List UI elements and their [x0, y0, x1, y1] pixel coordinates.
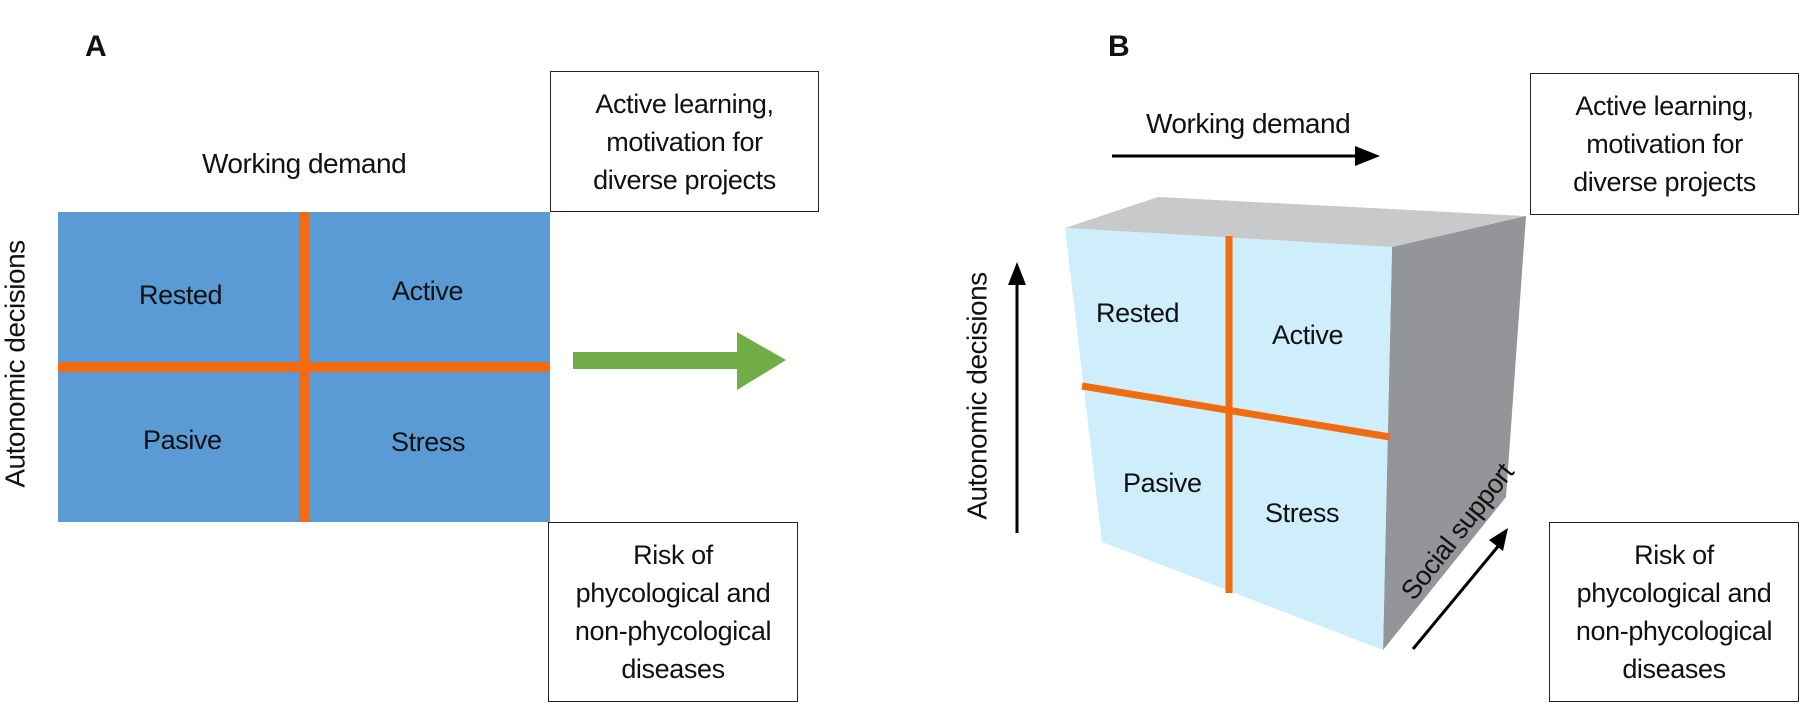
panel-a-right-arrow-icon: [573, 332, 786, 390]
outcome-line: non-phycological: [574, 616, 772, 646]
panel-a-quadrant-stress: Stress: [391, 427, 466, 457]
panel-b-y-axis-label: Autonomic decisions: [961, 272, 993, 520]
panel-b-outcome-positive-box: Active learning, motivation for diverse …: [1530, 73, 1799, 215]
outcome-line: phycological and: [1576, 578, 1772, 608]
panel-a-quadrant-active: Active: [392, 276, 464, 306]
outcome-line: diverse projects: [593, 164, 776, 195]
panel-b-quadrant-rested: Rested: [1096, 298, 1180, 328]
outcome-line: Active learning,: [1575, 91, 1754, 121]
panel-b-quadrant-pasive: Pasive: [1123, 468, 1202, 498]
outcome-line: Active learning,: [595, 88, 774, 119]
panel-a-y-axis-label: Autonomic decisions: [0, 240, 31, 488]
outcome-line: phycological and: [575, 578, 771, 608]
outcome-line: non-phycological: [1575, 616, 1773, 646]
panel-a-outcome-positive-box: Active learning, motivation for diverse …: [550, 71, 819, 212]
outcome-line: Risk of: [1634, 540, 1714, 570]
cube-side-face: [1383, 216, 1526, 650]
cube-horizontal-divider: [1081, 382, 1391, 441]
outcome-line: motivation for: [1586, 129, 1743, 159]
panel-a-x-axis-label: Working demand: [202, 148, 407, 179]
outcome-line: motivation for: [606, 126, 763, 157]
panel-a-quadrant-rested: Rested: [139, 280, 223, 310]
outcome-line: diseases: [621, 654, 725, 684]
panel-b-quadrant-stress: Stress: [1265, 498, 1340, 528]
panel-b-x-axis-arrow-icon: [1112, 146, 1380, 166]
panel-b-label: B: [1108, 30, 1130, 63]
panel-b-z-axis-arrow-icon: [1411, 528, 1508, 650]
outcome-line: diverse projects: [1573, 167, 1756, 197]
panel-a-quadrant-pasive: Pasive: [143, 425, 222, 455]
panel-a-horizontal-divider: [58, 362, 550, 372]
panel-a-outcome-negative-box: Risk of phycological and non-phycologica…: [548, 522, 798, 702]
cube-top-face: [1065, 197, 1526, 247]
panel-b-outcome-negative-box: Risk of phycological and non-phycologica…: [1549, 522, 1799, 702]
outcome-line: diseases: [1622, 654, 1726, 684]
panel-b-y-axis-arrow-icon: [1008, 262, 1026, 533]
panel-b-x-axis-label: Working demand: [1146, 108, 1351, 139]
panel-a-label: A: [85, 30, 107, 63]
panel-b-quadrant-active: Active: [1272, 320, 1344, 350]
outcome-line: Risk of: [633, 540, 713, 570]
